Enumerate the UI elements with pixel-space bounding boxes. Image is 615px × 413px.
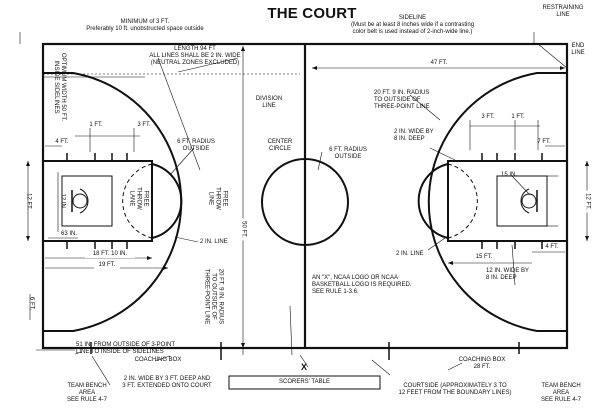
label-free-throw-lane: FREE THROW LANE bbox=[128, 187, 149, 210]
restricted-arc-left bbox=[79, 188, 89, 214]
label-restraining-line: RESTRAINING LINE bbox=[542, 5, 584, 18]
label-15in: 15 IN. bbox=[500, 172, 517, 178]
free-throw-circle-dashed-right bbox=[447, 163, 478, 239]
label-12ft-left: 12 FT. bbox=[25, 193, 32, 210]
label-7ft-right: 7 FT. bbox=[537, 139, 551, 145]
basket-area-left bbox=[61, 175, 113, 227]
scorers-table-box bbox=[228, 375, 381, 390]
label-three-pt-radius-left: 20 FT. 9 IN. RADIUS TO OUTSIDE OF THREE-… bbox=[203, 268, 224, 325]
label-team-bench-right: TEAM BENCH AREA SEE RULE 4-7 bbox=[540, 383, 582, 403]
label-coaching-box-right: COACHING BOX 28 FT. bbox=[458, 357, 506, 370]
label-coaching-box-left: COACHING BOX bbox=[134, 357, 182, 363]
label-47ft: 47 FT. bbox=[424, 60, 454, 67]
label-6ft-radius-left: 6 FT. RADIUS OUTSIDE bbox=[177, 139, 215, 152]
free-throw-circle-right bbox=[417, 163, 449, 239]
label-1ft-right: 1 FT. bbox=[511, 114, 525, 120]
label-2in-line-left: 2 IN. LINE bbox=[200, 239, 228, 245]
basket-left bbox=[72, 193, 88, 209]
label-minimum-3ft: MINIMUM of 3 FT. Preferably 10 ft. unobs… bbox=[86, 19, 204, 32]
label-end-line: END LINE bbox=[571, 43, 585, 56]
basket-area-right bbox=[496, 175, 548, 227]
label-50ft: 50 FT. bbox=[239, 218, 247, 241]
three-point-line-right bbox=[427, 72, 567, 332]
scorers-table-label: SCORERS' TABLE bbox=[279, 379, 330, 385]
label-optimum-width: OPTIMUM WIDTH 50 FT. INSIDE SIDELINES bbox=[53, 53, 66, 121]
free-throw-circle-dashed-left bbox=[122, 163, 153, 239]
label-ncaa-logo: AN "X", NCAA LOGO OR NCAA BASKETBALL LOG… bbox=[312, 275, 412, 295]
label-6ft: 6 FT. bbox=[28, 296, 35, 311]
label-1ft-left: 1 FT. bbox=[89, 122, 103, 128]
label-2in-wide-8in-deep-top: 2 IN. WIDE BY 8 IN. DEEP bbox=[394, 129, 434, 142]
label-three-pt-radius-right: 20 FT. 9 IN. RADIUS TO OUTSIDE OF THREE-… bbox=[374, 90, 430, 110]
free-throw-lane-left bbox=[42, 160, 153, 242]
label-length-94: LENGTH 94 FT ALL LINES SHALL BE 2 IN. WI… bbox=[149, 46, 241, 66]
label-courtside: COURTSIDE (APPROXIMATELY 3 TO 12 FEET FR… bbox=[398, 383, 512, 396]
label-12ft-right: 12 FT. bbox=[583, 190, 591, 213]
label-team-bench-left: TEAM BENCH AREA SEE RULE 4-7 bbox=[66, 383, 108, 403]
label-19ft: 19 FT. bbox=[94, 262, 120, 269]
label-12in-wide-8in-deep: 12 IN. WIDE BY 8 IN. DEEP bbox=[486, 268, 530, 281]
label-18ft-10in: 18 FT. 10 IN. bbox=[85, 251, 135, 258]
free-throw-lane-right bbox=[447, 160, 568, 242]
label-6ft-radius-center: 6 FT. RADIUS OUTSIDE bbox=[329, 147, 367, 160]
label-3ft-left: 3 FT. bbox=[137, 122, 151, 128]
label-3ft-right: 3 FT. bbox=[481, 114, 495, 120]
label-15ft: 15 FT. bbox=[472, 254, 496, 261]
label-4ft-left: 4 FT. bbox=[55, 139, 69, 145]
basket-right bbox=[521, 193, 537, 209]
free-throw-circle-left bbox=[151, 163, 183, 239]
label-division-line: DIVISION LINE bbox=[255, 96, 283, 109]
label-63in: 63 IN. bbox=[60, 231, 77, 237]
label-sideline: SIDELINE (Must be at least 8 inches wide… bbox=[350, 15, 475, 35]
x-mark: X bbox=[301, 362, 307, 372]
label-12in: 12 IN. bbox=[59, 193, 66, 210]
page-title: THE COURT bbox=[267, 5, 357, 22]
label-51in: 51 IN. FROM OUTSIDE OF 3-POINT LINE TO I… bbox=[76, 342, 176, 355]
label-center-circle: CENTER CIRCLE bbox=[267, 139, 293, 152]
label-free-throw-line: FREE THROW LINE bbox=[207, 187, 228, 210]
label-4ft-right: 4 FT. bbox=[545, 244, 559, 250]
label-2in-wide-3ft-deep: 2 IN. WIDE BY 3 FT. DEEP AND 3 FT. EXTEN… bbox=[122, 376, 212, 389]
center-circle bbox=[261, 158, 349, 246]
label-2in-line-right: 2 IN. LINE bbox=[396, 251, 424, 257]
